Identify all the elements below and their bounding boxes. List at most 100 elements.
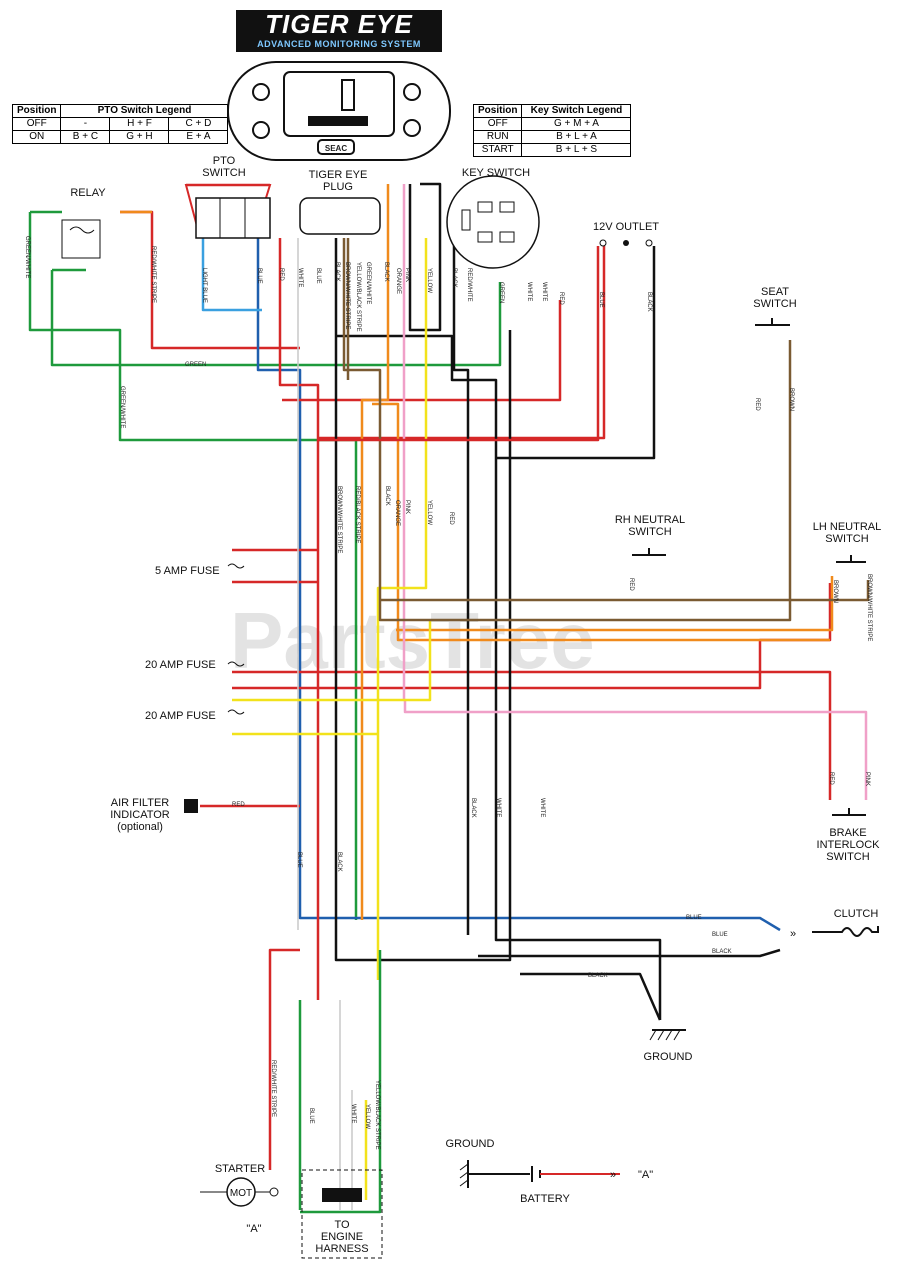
air-filter-connector (184, 799, 198, 813)
key-cell: START (472, 143, 523, 157)
wire-label-green-white: GREEN/WHITE (119, 386, 125, 428)
indicator-light-icon (403, 83, 421, 101)
battery-a-label: "A" (638, 1169, 653, 1181)
wire-red (318, 246, 606, 440)
pto-switch (184, 184, 272, 239)
indicator-light-icon (252, 83, 270, 101)
wire-label-red: RED (558, 292, 564, 305)
ground-label: GROUND (446, 1138, 495, 1150)
wire-label-red-black: RED/BLACK STRIPE (354, 486, 360, 543)
fuse-icon (227, 661, 245, 667)
wire-label-brown-white: BROWN/WHITE STRIPE (336, 486, 342, 553)
wire-label-red: RED (754, 398, 760, 411)
svg-text:»: » (610, 1169, 616, 1181)
wire-label-white: WHITE (541, 282, 547, 301)
wire-label-yellow: YELLOW (426, 500, 432, 525)
pto-cell: ON (11, 130, 62, 144)
wire-label-green: GREEN (498, 282, 504, 303)
svg-text:»: » (790, 928, 796, 940)
fuse-5amp-label: 5 AMP FUSE (155, 565, 220, 577)
pto-legend-table: Position PTO Switch Legend OFF - H + F C… (11, 104, 229, 144)
wire-label-blue: BLUE (256, 268, 262, 284)
wire-label-white: WHITE (350, 1104, 356, 1123)
wire-label-yellow: YELLOW (364, 1104, 370, 1129)
wire-label-black: BLACK (646, 292, 652, 312)
wire-green (28, 210, 502, 920)
wire-red (282, 300, 562, 402)
tiger-eye-display: SEAC (227, 61, 451, 161)
wire-blue (256, 238, 781, 932)
wire-label-blue: BLUE (296, 852, 302, 868)
wire-label-blue: BLUE (686, 915, 702, 921)
starter-label: STARTER (215, 1163, 265, 1175)
wire-label-red: RED (448, 512, 454, 525)
key-switch (446, 175, 540, 269)
wire-red (318, 246, 600, 442)
starter-motor-icon (200, 1177, 279, 1207)
wire-label-yellow: YELLOW (426, 268, 432, 293)
wire-black (478, 948, 781, 1021)
key-switch-label: KEY SWITCH (462, 167, 530, 179)
wire-label-white: WHITE (495, 798, 501, 817)
wire-label-red-white: RED/WHITE STRIPE (150, 246, 156, 303)
wire-label-black: BLACK (383, 262, 389, 282)
wire-label-light-blue: LIGHT BLUE (201, 268, 207, 303)
wire-label-red-white: RED/WHITE STRIPE (270, 1060, 276, 1117)
wire-label-white: WHITE (526, 282, 532, 301)
pto-switch-box (195, 197, 271, 239)
wire-label-white: WHITE (539, 798, 545, 817)
wire-label-white: WHITE (297, 268, 303, 287)
wire-red (278, 238, 320, 1000)
wire-label-black: BLACK (712, 949, 732, 955)
wire-orange (360, 184, 834, 920)
ground-icon: » (459, 1160, 620, 1188)
display-readout (308, 116, 368, 126)
wire-label-black: BLACK (384, 486, 390, 506)
fuse-20amp-label: 20 AMP FUSE (145, 710, 216, 722)
seac-badge (317, 139, 355, 155)
wire-label-black: BLACK (588, 973, 608, 979)
wire-label-red: RED (232, 802, 245, 808)
wire-label-black: BLACK (334, 262, 340, 282)
wire-yellow (232, 238, 432, 980)
wire-label-blue: BLUE (308, 1108, 314, 1124)
ground-label: GROUND (644, 1051, 693, 1063)
wire-brown (342, 238, 792, 622)
wire-label-green: GREEN (185, 362, 206, 368)
engine-harness-connector (322, 1188, 362, 1202)
wire-label-brown-white: BROWN/WHITE STRIPE (866, 574, 872, 641)
wire-label-pink: PINK (864, 772, 870, 786)
clutch-icon: » (790, 926, 879, 940)
wire-pink (402, 184, 868, 800)
wire-label-red-white: RED/WHITE (466, 268, 472, 302)
wire-label-blue: BLUE (712, 932, 728, 938)
wire-light-blue (201, 238, 262, 312)
tiger-eye-logo: TIGER EYE ADVANCED MONITORING SYSTEM (236, 10, 442, 52)
wire-label-yellow-black: YELLOW/BLACK STRIPE (374, 1080, 380, 1150)
outlet-label: 12V OUTLET (593, 221, 659, 233)
tiger-eye-plug-body (299, 197, 381, 235)
fuse-icon (227, 563, 245, 569)
wire-red (268, 948, 300, 1170)
motor-label: MOT (230, 1188, 252, 1199)
wire-brown (346, 238, 870, 602)
wire-label-red: RED (828, 772, 834, 785)
pto-cell: E + A (168, 130, 229, 144)
wire-label-brown-white: BROWN/WHITE STRIPE (344, 262, 350, 329)
wire-black (408, 182, 470, 935)
brake-switch-icon (832, 808, 866, 816)
lh-neutral-switch-icon (836, 555, 866, 563)
wire-label-red: RED (278, 268, 284, 281)
wire-label-orange: ORANGE (394, 500, 400, 526)
wire-black (496, 246, 656, 460)
battery-label: BATTERY (520, 1193, 570, 1205)
wire-label-green-white: GREEN/WHITE (24, 236, 30, 278)
wire-black (334, 238, 662, 1020)
